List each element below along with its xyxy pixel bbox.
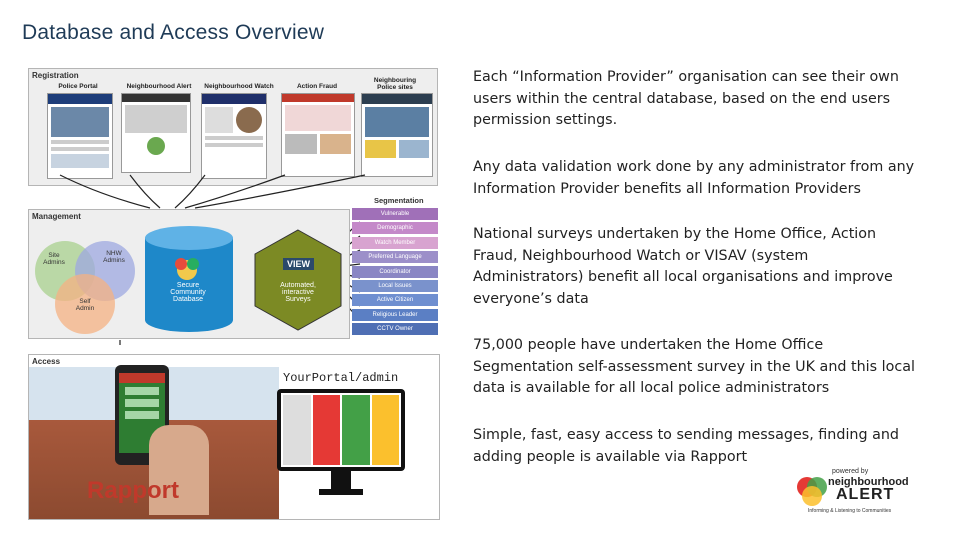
bullet-2: Any data validation work done by any adm…	[473, 159, 915, 197]
segmentation-item: Active Citizen	[352, 294, 438, 307]
database-label: Secure Community Database	[170, 282, 206, 303]
portal-title: YourPortal/admin	[283, 371, 399, 385]
segmentation-item: Demographic	[352, 222, 438, 235]
neighbourhood-alert-screenshot	[121, 93, 191, 173]
nhw-admins-label: NHW Admins	[103, 250, 125, 264]
view-badge: VIEW	[283, 258, 315, 270]
self-admin-label: Self Admin	[75, 298, 95, 312]
bullet-3: National surveys undertaken by the Home …	[473, 226, 893, 307]
segmentation-item: Religious Leader	[352, 308, 438, 321]
neighbourhood-alert-logo: powered by neighbourhood ALERT Informing…	[794, 468, 928, 518]
logo-name-1: neighbourhood	[828, 476, 909, 488]
access-label: Access	[32, 357, 61, 366]
segmentation-item: Local Issues	[352, 280, 438, 292]
thumb-label-neighbourhood-alert: Neighbourhood Alert	[126, 83, 192, 90]
police-portal-screenshot	[47, 93, 113, 179]
database-icon	[145, 226, 233, 332]
bullet-4: 75,000 people have undertaken the Home O…	[473, 337, 915, 396]
surveys-label: Automated, interactive Surveys	[280, 282, 316, 303]
logo-powered-by: powered by	[832, 468, 869, 475]
bullet-1: Each “Information Provider” organisation…	[473, 69, 899, 128]
thumb-label-police-portal: Police Portal	[58, 83, 98, 90]
registration-panel: Registration Police Portal Neighbourhood…	[28, 68, 438, 186]
venn-diagram	[35, 241, 135, 334]
thumb-label-neighbourhood-watch: Neighbourhood Watch	[204, 83, 274, 90]
logo-tagline: Informing & Listening to Communities	[808, 508, 892, 514]
access-panel: Access Rapport YourPortal/admin	[28, 354, 440, 520]
neighbouring-police-screenshot	[361, 93, 433, 177]
segmentation-item: CCTV Owner	[352, 323, 438, 336]
bullet-5: Simple, fast, easy access to sending mes…	[473, 427, 899, 465]
neighbourhood-watch-screenshot	[201, 93, 267, 179]
segmentation-item: Preferred Language	[352, 251, 438, 264]
monitor	[277, 389, 405, 471]
registration-label: Registration	[32, 71, 79, 80]
monitor-base	[319, 489, 363, 495]
monitor-stand	[331, 471, 351, 489]
site-admins-label: Site Admins	[43, 252, 65, 266]
hand	[149, 425, 209, 515]
segmentation-item: Coordinator	[352, 265, 438, 278]
logo-name-2: ALERT	[836, 486, 895, 503]
segmentation-item: Watch Member	[352, 236, 438, 249]
thumb-label-action-fraud: Action Fraud	[296, 83, 338, 90]
action-fraud-screenshot	[281, 93, 355, 177]
logo-circles-icon	[797, 477, 827, 506]
thumb-label-neighbouring-police: Neighbouring Police sites	[373, 77, 417, 91]
rapport-logo: Rapport	[87, 477, 179, 504]
management-panel: Management Site Admins NHW Admins Self A…	[28, 209, 350, 339]
management-label: Management	[32, 212, 81, 221]
segmentation-label: Segmentation	[374, 196, 424, 205]
page-title: Database and Access Overview	[22, 21, 325, 44]
survey-hexagon	[254, 229, 342, 331]
segmentation-item: Vulnerable	[352, 208, 438, 220]
